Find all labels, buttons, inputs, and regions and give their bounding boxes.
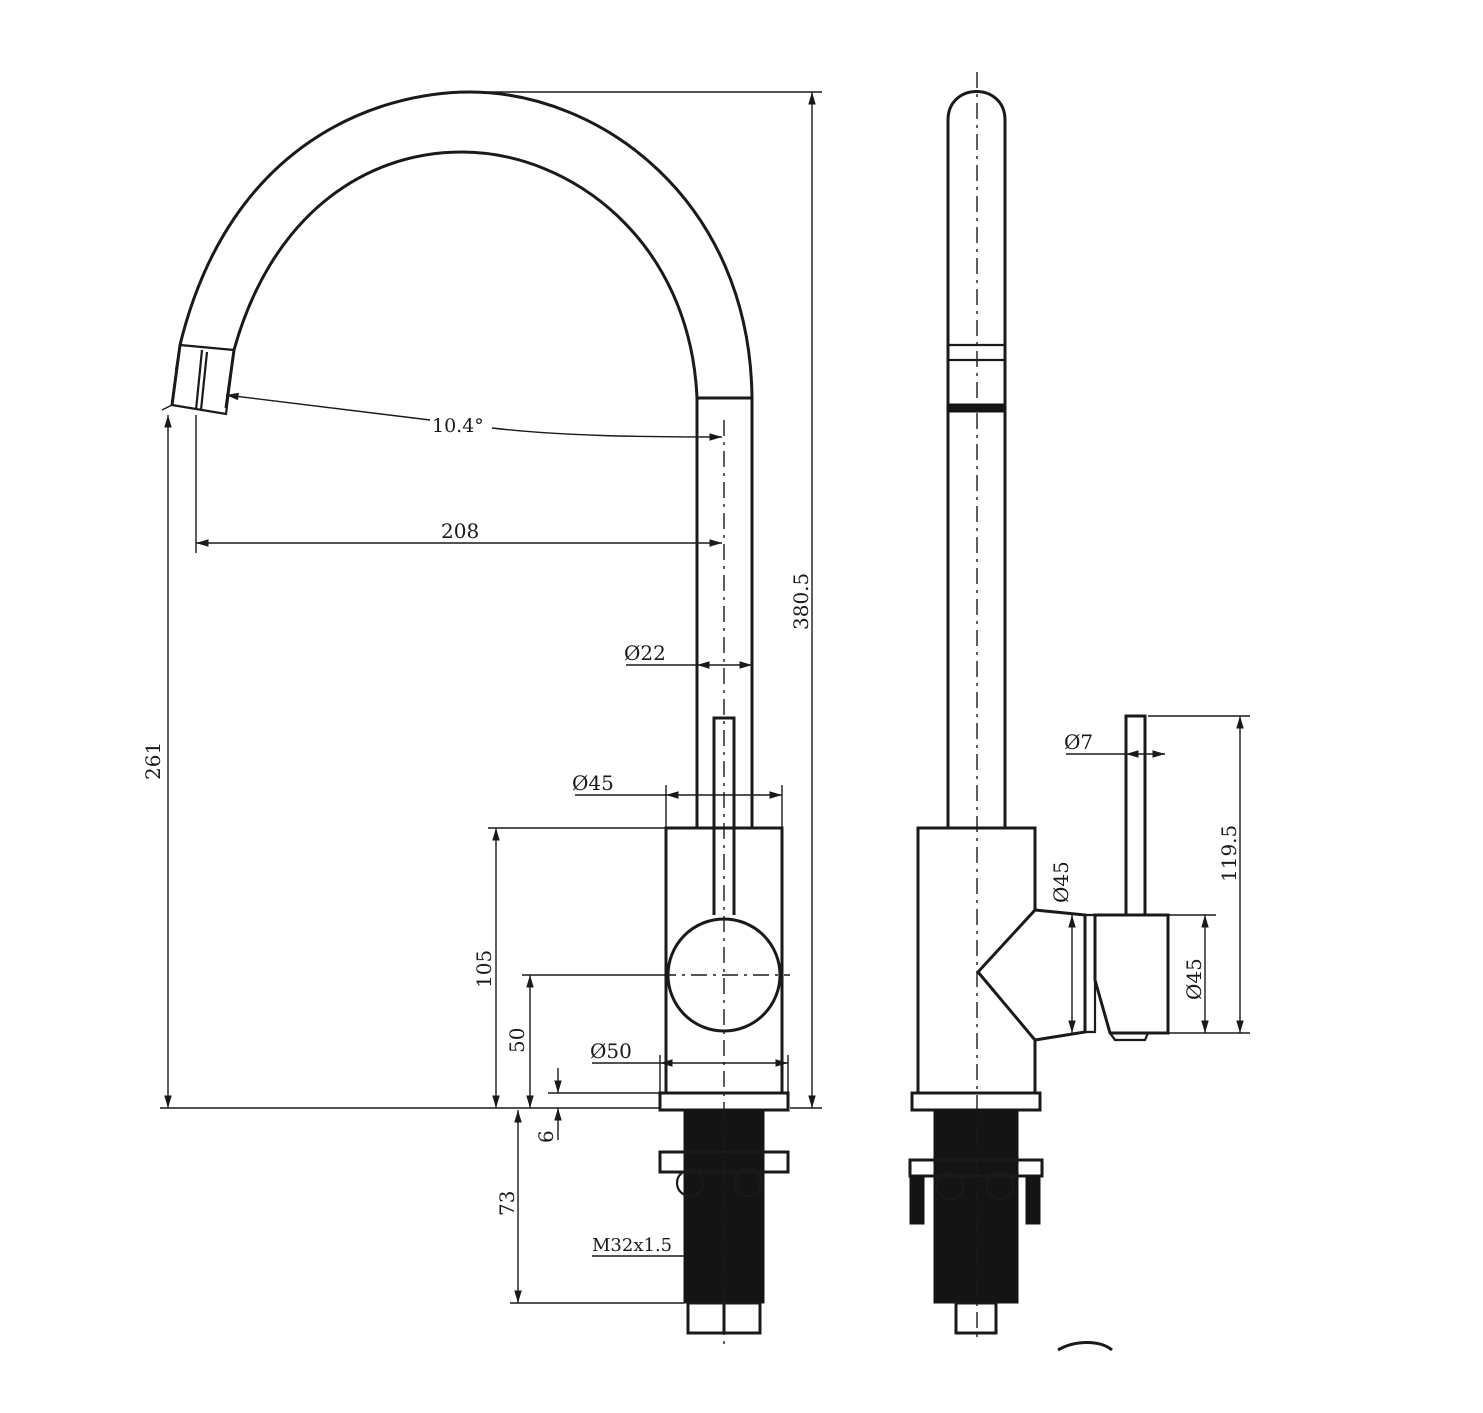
dim-thread-length: 73: [495, 1191, 519, 1216]
side-spout: [946, 90, 1007, 828]
dim-side-body-diameter: Ø45: [1049, 861, 1073, 903]
spout-outer-arc: [170, 90, 754, 406]
dim-handle-center-height: 50: [505, 1028, 529, 1053]
dim-body-height: 105: [472, 950, 496, 988]
dim-base-diameter: Ø50: [590, 1039, 632, 1063]
side-view: [908, 72, 1170, 1352]
side-dimensions: Ø7 119.5 Ø45 Ø45: [1049, 715, 1250, 1034]
dim-reach: 208: [441, 519, 479, 543]
dim-spout-diameter: Ø22: [624, 641, 666, 665]
dim-lever-height: 119.5: [1217, 825, 1241, 882]
front-view: [161, 90, 790, 1345]
side-handle-cone: [1034, 908, 1087, 1042]
spout-tube: [695, 396, 754, 828]
spout-inner-arc: [224, 150, 699, 409]
dim-body-diameter-top: Ø45: [572, 771, 614, 795]
side-lever: [1124, 714, 1147, 915]
dim-thread-spec: M32x1.5: [592, 1235, 672, 1256]
spout-aerator: [170, 343, 236, 416]
front-dimensions: 10.4° 208 380.5 261 Ø22 Ø45 105 50: [141, 91, 822, 1304]
dim-side-handle-diameter: Ø45: [1182, 958, 1206, 1000]
side-body: [916, 826, 1037, 1093]
dim-total-height: 380.5: [789, 573, 813, 630]
dim-spout-angle: 10.4°: [432, 415, 484, 437]
dim-base-plate: 6: [534, 1130, 558, 1143]
side-handle-block: [1093, 913, 1170, 1035]
lever: [712, 716, 736, 915]
dim-spout-height: 261: [141, 742, 165, 780]
dim-lever-diameter: Ø7: [1064, 730, 1093, 754]
side-thread-shank: [933, 1109, 1019, 1304]
